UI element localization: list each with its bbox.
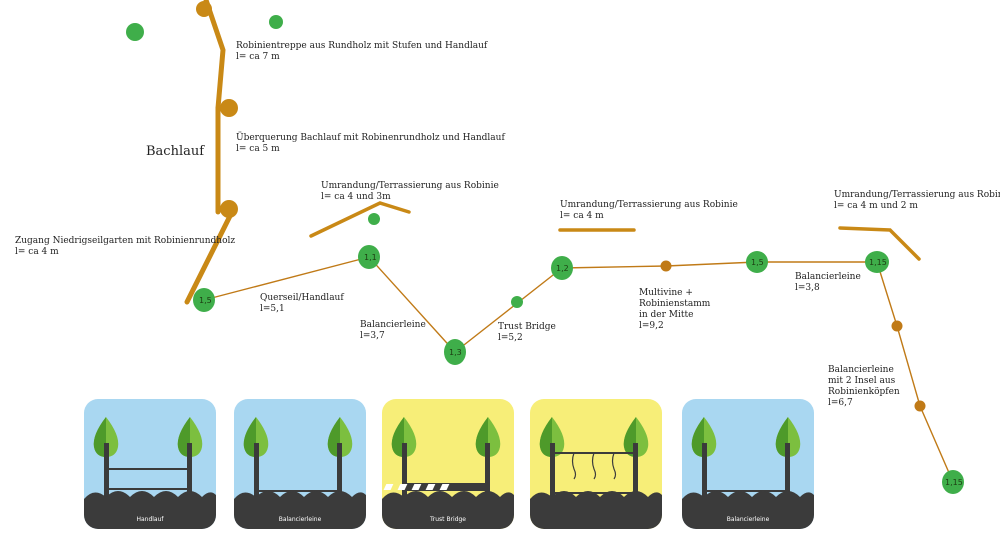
station-label: 1,15 <box>869 258 887 267</box>
wood-joint <box>196 1 212 17</box>
tree-dot <box>368 213 380 225</box>
station-label: 1,15 <box>945 478 963 487</box>
icon-caption: Balancierleine <box>727 516 770 523</box>
icon-caption: Balancierleine <box>279 516 322 523</box>
station-label: 1,5 <box>751 258 764 267</box>
multivine-line <box>561 261 758 269</box>
balancier-3-line <box>876 261 954 483</box>
label-balancierleine-3: Balancierleine mit 2 Insel aus Robinienk… <box>828 365 900 408</box>
label-balancierleine-2: Balancierleine l=3,8 <box>795 272 861 293</box>
label-balancierleine-1: Balancierleine l=3,7 <box>360 320 426 341</box>
station-nodes: 1,5 1,1 1,3 1,2 1,5 1,15 1,15 <box>193 245 964 494</box>
wood-joint <box>220 99 238 117</box>
wood-joint <box>220 200 238 218</box>
wood-joints <box>196 1 238 218</box>
tree-dot <box>511 296 523 308</box>
tree-dot <box>269 15 283 29</box>
robinientreppe-path <box>203 0 226 111</box>
zugang-path <box>184 207 236 305</box>
station-node: 1,3 <box>444 339 466 365</box>
station-node: 1,15 <box>942 470 964 494</box>
label-robinientreppe: Robinientreppe aus Rundholz mit Stufen u… <box>236 41 488 62</box>
rope-lines <box>203 256 954 483</box>
label-umrandung-1: Umrandung/Terrassierung aus Robinie l= c… <box>321 181 499 202</box>
station-node: 1,15 <box>865 251 889 273</box>
station-node: 1,5 <box>746 251 768 273</box>
label-zugang: Zugang Niedrigseilgarten mit Robinienrun… <box>15 236 236 257</box>
island-joint <box>914 400 926 412</box>
trust-bridge-icon: Trust Bridge <box>382 399 514 529</box>
station-label: 1,1 <box>364 253 377 262</box>
wood-paths <box>184 0 921 305</box>
island-joint <box>891 320 903 332</box>
umrandung-1-edge <box>309 201 411 238</box>
querseil-line <box>203 256 370 301</box>
station-node: 1,2 <box>551 256 573 280</box>
label-umrandung-2: Umrandung/Terrassierung aus Robinie l= c… <box>560 200 738 221</box>
label-umrandung-3: Umrandung/Terrassierung aus Robinie l= c… <box>834 190 1000 211</box>
tree-dot <box>126 23 144 41</box>
station-node: 1,1 <box>358 245 380 269</box>
trust-bridge-line <box>454 267 563 353</box>
handlauf-icon: Handlauf <box>84 399 216 529</box>
umrandung-3-edge <box>838 226 921 261</box>
icon-caption: Handlauf <box>136 516 164 523</box>
station-label: 1,3 <box>449 348 462 357</box>
label-trust-bridge: Trust Bridge l=5,2 <box>498 322 556 343</box>
green-dots <box>126 15 523 308</box>
rope-joints <box>660 260 926 412</box>
icon-caption: Trust Bridge <box>429 516 466 523</box>
label-bachlauf: Bachlauf <box>146 144 205 159</box>
multivine-icon <box>530 399 662 529</box>
label-ueberquerung: Überquerung Bachlauf mit Robinenrundholz… <box>236 133 505 154</box>
multivine-joint <box>660 260 672 272</box>
balancier-1-line <box>368 256 456 353</box>
station-label: 1,5 <box>199 296 212 305</box>
balancierleine-icon: Balancierleine <box>682 399 814 529</box>
label-multivine: Multivine + Robinienstamm in der Mitte l… <box>639 288 711 331</box>
station-label: 1,2 <box>556 264 569 273</box>
balancierleine-icon: Balancierleine <box>234 399 366 529</box>
label-querseil: Querseil/Handlauf l=5,1 <box>260 293 344 314</box>
station-node: 1,5 <box>193 288 215 312</box>
